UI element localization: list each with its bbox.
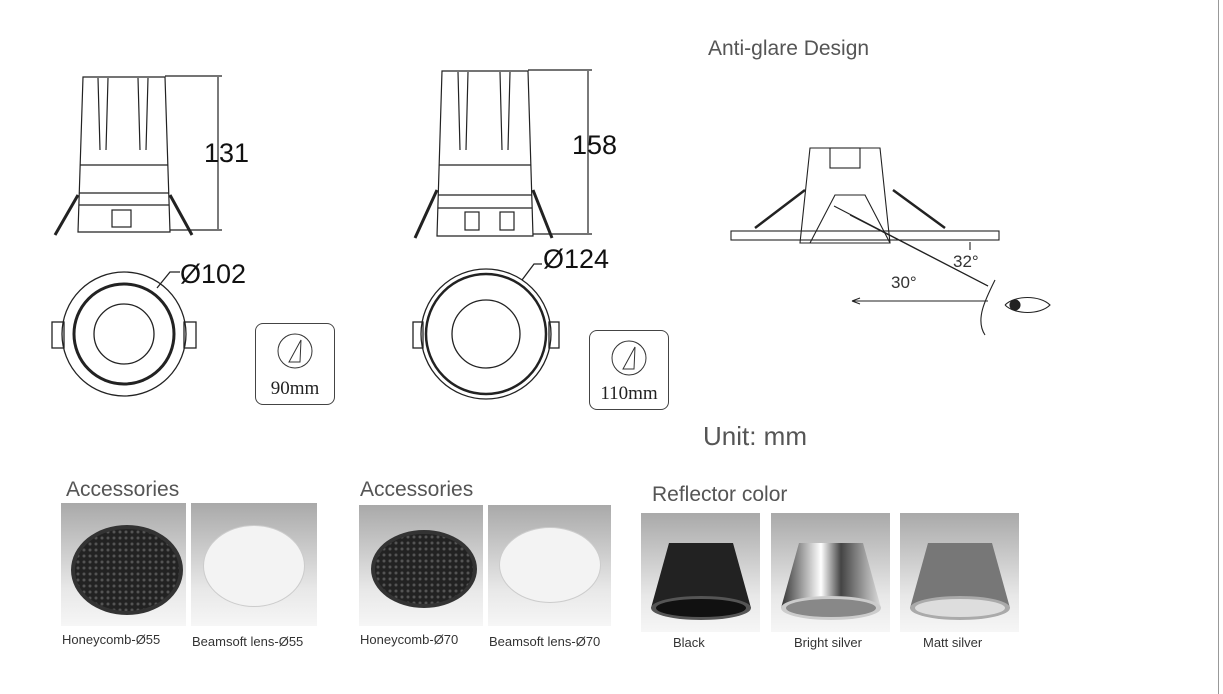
anti-glare-diagram: [730, 147, 1051, 336]
caption-honeycomb-70: Honeycomb-Ø70: [360, 632, 459, 647]
page-border: [1218, 0, 1219, 694]
unit-label: Unit: mm: [703, 421, 807, 451]
top-view-small-drawing: [51, 271, 197, 397]
honeycomb-55-photo: [61, 503, 186, 626]
reflector-title: Reflector color: [652, 483, 788, 506]
caption-matt-silver: Matt silver: [923, 635, 983, 650]
accessories-title-large: Accessories: [360, 478, 474, 501]
side-view-large-drawing: [413, 69, 592, 239]
angle-label-32: 32°: [953, 252, 979, 271]
honeycomb-70-photo: [359, 505, 483, 626]
angle-label-30: 30°: [891, 273, 917, 292]
beamsoft-lens-70-photo: [488, 505, 611, 626]
reflector-matt-silver-photo: [900, 513, 1019, 632]
height-label-large: 158: [572, 130, 618, 160]
saw-icon: [611, 340, 647, 376]
anti-glare-title: Anti-glare Design: [708, 37, 870, 60]
accessories-title-small: Accessories: [66, 478, 180, 501]
caption-beamsoft-70: Beamsoft lens-Ø70: [489, 634, 601, 649]
reflector-bright-silver-photo: [771, 513, 890, 632]
diameter-label-large: Ø124: [543, 244, 610, 274]
beamsoft-lens-55-photo: [191, 503, 317, 626]
cutout-badge-large: 110mm: [589, 330, 669, 410]
reflector-black-photo: [641, 513, 760, 632]
side-view-small-drawing: [53, 75, 222, 236]
cutout-badge-small: 90mm: [255, 323, 335, 405]
saw-icon: [277, 333, 313, 369]
cutout-label-small: 90mm: [270, 378, 320, 399]
cutout-label-large: 110mm: [600, 383, 658, 404]
caption-beamsoft-55: Beamsoft lens-Ø55: [192, 634, 304, 649]
caption-black: Black: [673, 635, 705, 650]
caption-bright-silver: Bright silver: [794, 635, 862, 650]
top-view-large-drawing: [412, 263, 560, 400]
height-label-small: 131: [204, 138, 250, 168]
diameter-label-small: Ø102: [180, 259, 247, 289]
caption-honeycomb-55: Honeycomb-Ø55: [62, 632, 161, 647]
